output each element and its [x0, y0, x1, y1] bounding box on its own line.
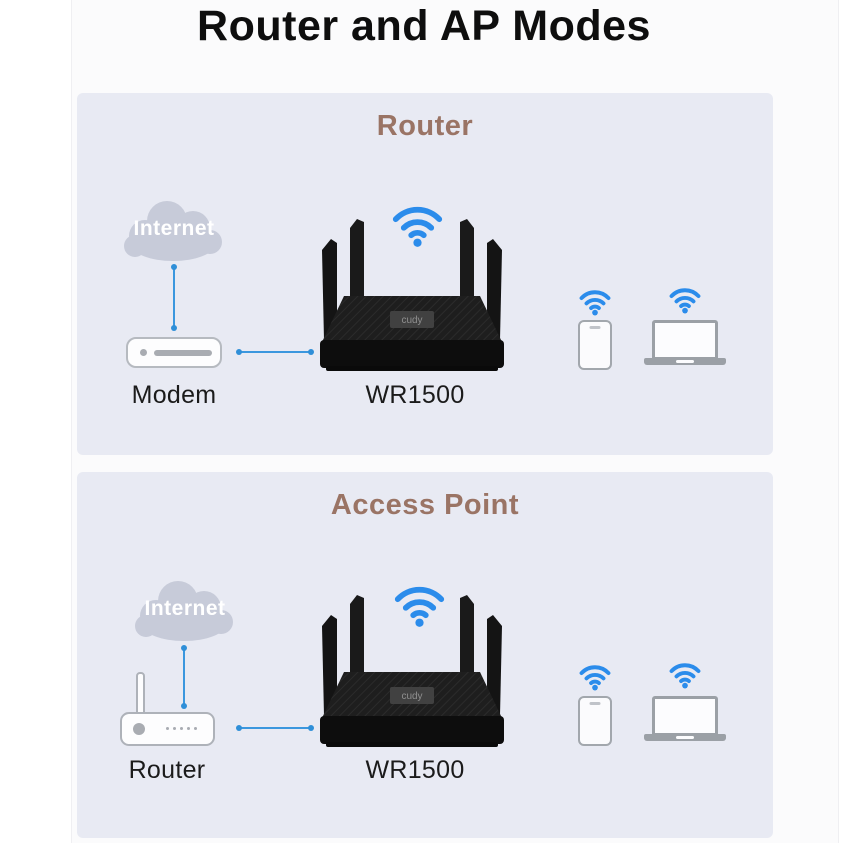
source-router-antenna: [136, 672, 145, 716]
modem-label: Modem: [131, 381, 217, 409]
router-logo: cudy: [401, 315, 422, 326]
connector-endpoint-dot: [236, 725, 242, 731]
connector-endpoint-dot: [308, 725, 314, 731]
router-logo: cudy: [401, 691, 422, 702]
connector-line: [173, 267, 175, 328]
connector-endpoint-dot: [236, 349, 242, 355]
laptop-base: [644, 734, 726, 741]
internet-cloud-icon: [124, 201, 222, 261]
source-router-body: [120, 712, 215, 746]
internet-cloud-label: Internet: [144, 597, 226, 620]
laptop-icon: [652, 320, 718, 360]
phone-speaker: [589, 702, 601, 705]
source-router-led: [133, 723, 145, 735]
router-mode-panel: [77, 93, 773, 455]
laptop-base: [644, 358, 726, 365]
phone-speaker: [589, 326, 601, 329]
wifi-icon: [392, 206, 443, 247]
wifi-icon: [669, 288, 701, 314]
connector-endpoint-dot: [171, 325, 177, 331]
connector-line: [239, 351, 311, 353]
modem-led: [140, 349, 147, 356]
phone-icon: [578, 320, 612, 370]
laptop-icon: [652, 696, 718, 736]
connector-line: [239, 727, 311, 729]
page-title: Router and AP Modes: [197, 2, 651, 50]
wifi-icon: [579, 290, 611, 316]
connector-endpoint-dot: [171, 264, 177, 270]
source-router-label: Router: [128, 756, 206, 784]
connector-endpoint-dot: [308, 349, 314, 355]
wifi-icon: [579, 665, 611, 691]
phone-icon: [578, 696, 612, 746]
connector-endpoint-dot: [181, 703, 187, 709]
wr1500-router-icon: cudy: [320, 219, 504, 371]
wifi-icon: [669, 663, 701, 689]
laptop-slot: [676, 736, 694, 739]
wifi-icon: [394, 586, 445, 627]
access-point-mode-heading: Access Point: [330, 489, 520, 521]
modem-slot: [154, 350, 212, 356]
wr1500-label: WR1500: [365, 756, 465, 784]
internet-cloud-icon: [135, 581, 233, 641]
wr1500-label: WR1500: [365, 381, 465, 409]
laptop-slot: [676, 360, 694, 363]
connector-line: [183, 648, 185, 706]
connector-endpoint-dot: [181, 645, 187, 651]
source-router-dots: [166, 727, 197, 730]
modem-icon: [126, 337, 222, 368]
router-mode-heading: Router: [376, 110, 474, 142]
wr1500-router-icon: cudy: [320, 595, 504, 747]
access-point-mode-panel: [77, 472, 773, 838]
internet-cloud-label: Internet: [133, 217, 215, 240]
